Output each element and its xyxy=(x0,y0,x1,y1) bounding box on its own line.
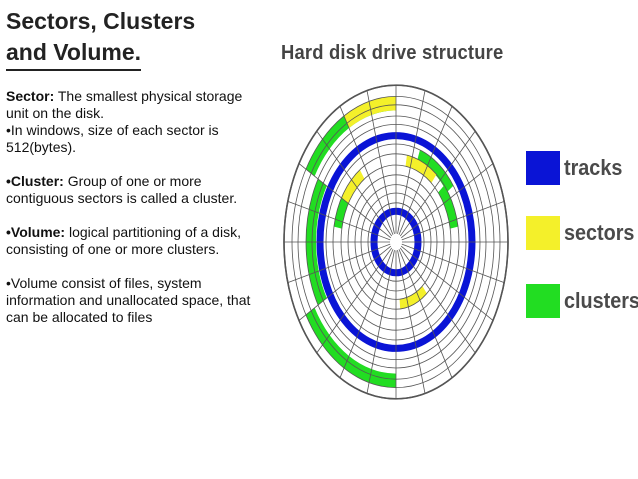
term-volume: •Volume: xyxy=(6,224,66,240)
platter-edge xyxy=(283,84,509,400)
paragraph-volume-contents: •Volume consist of files, system informa… xyxy=(6,275,258,326)
sector-highlight xyxy=(344,96,396,129)
sector-highlight xyxy=(399,285,427,309)
legend-item-tracks: tracks xyxy=(526,151,629,185)
sector-divider xyxy=(298,245,392,321)
legend-swatch-tracks xyxy=(526,151,560,185)
term-sector: Sector: xyxy=(6,88,55,104)
legend-swatch-clusters xyxy=(526,284,560,318)
sector-divider xyxy=(287,201,391,241)
definition-volume: logical partitioning of a disk, consisti… xyxy=(6,224,241,257)
sector-divider xyxy=(287,243,391,283)
legend-swatch-sectors xyxy=(526,216,560,250)
sector-divider xyxy=(399,247,476,354)
text-volume-contents: •Volume consist of files, system informa… xyxy=(6,275,251,325)
legend-label-tracks: tracks xyxy=(564,155,623,180)
term-cluster: •Cluster: xyxy=(6,173,64,189)
legend-label-sectors: sectors xyxy=(564,220,635,245)
cluster-highlight xyxy=(305,307,396,388)
slide-title-line-2: and Volume. xyxy=(6,37,142,71)
legend-item-clusters: clusters xyxy=(526,284,638,318)
sector-divider xyxy=(339,249,394,378)
paragraph-volume: •Volume: logical partitioning of a disk,… xyxy=(6,224,258,258)
paragraph-sector-size: •In windows, size of each sector is 512(… xyxy=(6,122,258,156)
cluster-highlight xyxy=(417,149,454,193)
disk-platter xyxy=(283,84,509,400)
sector-divider xyxy=(397,90,426,234)
sector-divider xyxy=(398,249,453,378)
slide-title: Sectors, Clusters and Volume. xyxy=(6,6,256,71)
slide-title-line-1: Sectors, Clusters xyxy=(6,8,196,34)
sector-highlight xyxy=(405,155,437,184)
sector-divider xyxy=(316,130,393,237)
legend-item-sectors: sectors xyxy=(526,216,638,250)
sector-divider xyxy=(298,163,392,239)
paragraph-cluster: •Cluster: Group of one or more contiguou… xyxy=(6,173,258,207)
sector-divider xyxy=(397,250,426,394)
sector-highlight xyxy=(341,169,365,204)
sector-divider xyxy=(316,247,393,354)
sector-divider xyxy=(400,163,494,239)
diagram-title: Hard disk drive structure xyxy=(281,42,504,64)
legend-label-clusters: clusters xyxy=(564,288,638,313)
body-text: Sector: The smallest physical storage un… xyxy=(6,88,258,326)
paragraph-sector: Sector: The smallest physical storage un… xyxy=(6,88,258,122)
sector-divider xyxy=(401,201,505,241)
sector-divider xyxy=(339,106,394,235)
sector-divider xyxy=(366,90,395,234)
sector-divider xyxy=(401,243,505,283)
sector-divider xyxy=(399,130,476,237)
sector-divider xyxy=(400,245,494,321)
cluster-highlight xyxy=(438,185,459,229)
hard-disk-diagram xyxy=(283,84,509,400)
definition-cluster: Group of one or more contiguous sectors … xyxy=(6,173,238,206)
text-sector-size: •In windows, size of each sector is 512(… xyxy=(6,122,219,155)
sector-divider xyxy=(398,106,453,235)
sector-divider xyxy=(366,250,395,394)
definition-sector: The smallest physical storage unit on th… xyxy=(6,88,243,121)
